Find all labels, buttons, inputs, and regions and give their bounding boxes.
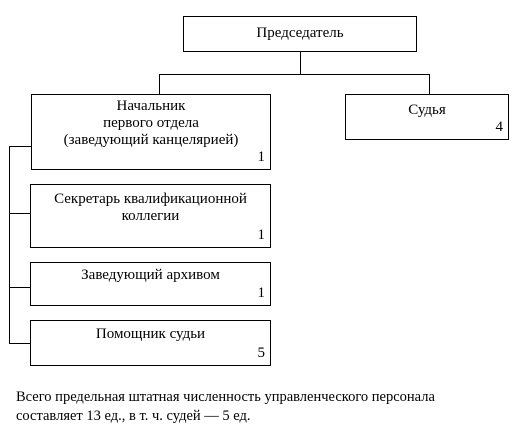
first-dept-head-box: Начальник первого отдела (заведующий кан… xyxy=(31,94,271,170)
judge-box: Судья 4 xyxy=(345,94,509,140)
archive-head-box: Заведующий архивом 1 xyxy=(30,262,271,306)
first-dept-head-count: 1 xyxy=(257,149,266,165)
judge-assistant-title: Помощник судьи xyxy=(95,326,206,342)
first-dept-head-title: Начальник первого отдела (заведующий кан… xyxy=(63,98,239,148)
archive-head-count: 1 xyxy=(257,285,266,301)
judge-assistant-box: Помощник судьи 5 xyxy=(30,320,271,366)
chairman-title: Председатель xyxy=(256,25,344,41)
qualification-secretary-count: 1 xyxy=(257,227,266,243)
staff-total-note-line-2: составляет 13 ед., в т. ч. судей — 5 ед. xyxy=(16,408,251,424)
judge-assistant-count: 5 xyxy=(257,345,266,361)
judge-count: 4 xyxy=(495,119,504,135)
qualification-secretary-title: Секретарь квалификационной коллегии xyxy=(54,191,247,224)
staff-total-note-line-1: Всего предельная штатная численность упр… xyxy=(16,389,435,405)
judge-title: Судья xyxy=(408,102,446,118)
chairman-box: Председатель xyxy=(183,16,417,52)
archive-head-title: Заведующий архивом xyxy=(81,267,220,283)
qualification-secretary-box: Секретарь квалификационной коллегии 1 xyxy=(30,184,271,248)
staff-total-note: Всего предельная штатная численность упр… xyxy=(16,388,506,426)
